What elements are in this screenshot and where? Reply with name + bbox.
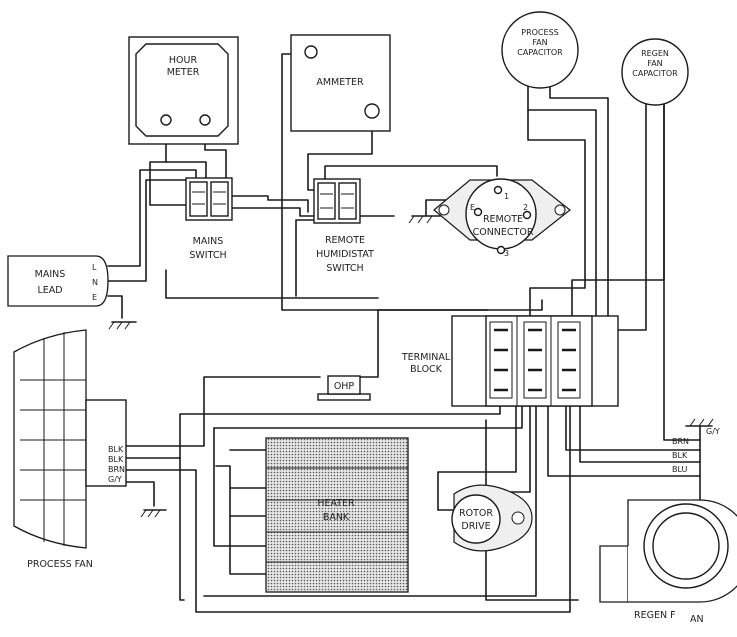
rotor-drive-label-line2: DRIVE [461,521,490,532]
earth-symbol-connector [408,215,441,224]
remote-connector: E 1 2 3 REMOTE CONNECTOR [433,178,571,258]
regen-fan-label-suffix: AN [690,614,704,625]
ohp-thermostat: OHP [317,375,371,401]
mains-lead: MAINS LEAD L N E [7,255,109,307]
connector-pin-3: 3 [504,249,509,258]
rotor-drive: ROTOR DRIVE [451,484,533,552]
process-fan-capacitor: PROCESS FAN CAPACITOR [501,11,579,89]
ammeter: AMMETER [290,34,391,132]
rotor-drive-label-line1: ROTOR [459,508,493,519]
process-fan-capacitor-label-line1: PROCESS [521,28,558,37]
mains-lead-l: L [92,263,97,272]
process-fan-label: PROCESS FAN [27,559,93,570]
earth-symbol-regen-fan [685,418,714,501]
earth-symbol-mains [108,321,137,330]
regen-fan-wire-2: BLK [672,451,688,460]
terminal-block-label-line2: BLOCK [410,364,443,375]
heater-bank: HEATER BANK [265,437,409,593]
terminal-block: TERMINAL BLOCK [401,315,619,407]
regen-fan-label: REGEN F [634,610,676,621]
ohp-label: OHP [334,381,355,392]
remote-connector-label-line1: REMOTE [483,214,523,225]
regen-fan-wire-3: BLU [672,465,688,474]
process-fan-wire-2: BLK [108,455,124,464]
process-fan-capacitor-label-line3: CAPACITOR [517,48,563,57]
terminal-block-label-line1: TERMINAL [401,352,451,363]
regen-fan-capacitor-label-line2: FAN [647,59,662,68]
humidistat-label-line3: SWITCH [326,263,363,274]
remote-humidistat-switch: REMOTE HUMIDISTAT SWITCH [313,178,374,274]
hour-meter: HOUR METER [128,36,239,145]
mains-switch-label-line1: MAINS [193,236,224,247]
earth-symbol-process-fan [140,509,167,518]
heater-bank-label-line2: BANK [323,512,350,523]
mains-lead-n: N [92,278,98,287]
mains-lead-label-line2: LEAD [37,285,62,296]
connector-pin-1: 1 [504,192,509,201]
mains-lead-label-line1: MAINS [35,269,66,280]
remote-connector-label-line2: CONNECTOR [473,227,534,238]
mains-switch-label-line2: SWITCH [189,250,226,261]
process-fan-wire-3: BRN [108,465,125,474]
process-fan-wire-1: BLK [108,445,124,454]
humidistat-label-line2: HUMIDISTAT [316,249,374,260]
regen-fan: REGEN F AN BRN BLK BLU G/Y [599,427,737,625]
humidistat-label-line1: REMOTE [325,235,365,246]
process-fan-wire-4: G/Y [108,475,122,484]
heater-bank-label-line1: HEATER [317,498,355,509]
mains-switch: MAINS SWITCH [185,177,233,261]
process-fan-capacitor-label-line2: FAN [532,38,547,47]
regen-fan-capacitor-label-line1: REGEN [641,49,669,58]
connector-pin-2: 2 [523,203,528,212]
ammeter-label: AMMETER [316,77,364,88]
regen-fan-capacitor-label-line3: CAPACITOR [632,69,678,78]
regen-fan-capacitor: REGEN FAN CAPACITOR [621,38,689,106]
process-fan: PROCESS FAN BLK BLK BRN G/Y [13,329,127,570]
mains-lead-e: E [92,293,97,302]
hour-meter-label-line1: HOUR [169,55,198,66]
regen-fan-wire-1: BRN [672,437,689,446]
regen-fan-earth-label: G/Y [706,427,720,436]
connector-pin-e: E [470,203,475,212]
hour-meter-label-line2: METER [167,67,200,78]
